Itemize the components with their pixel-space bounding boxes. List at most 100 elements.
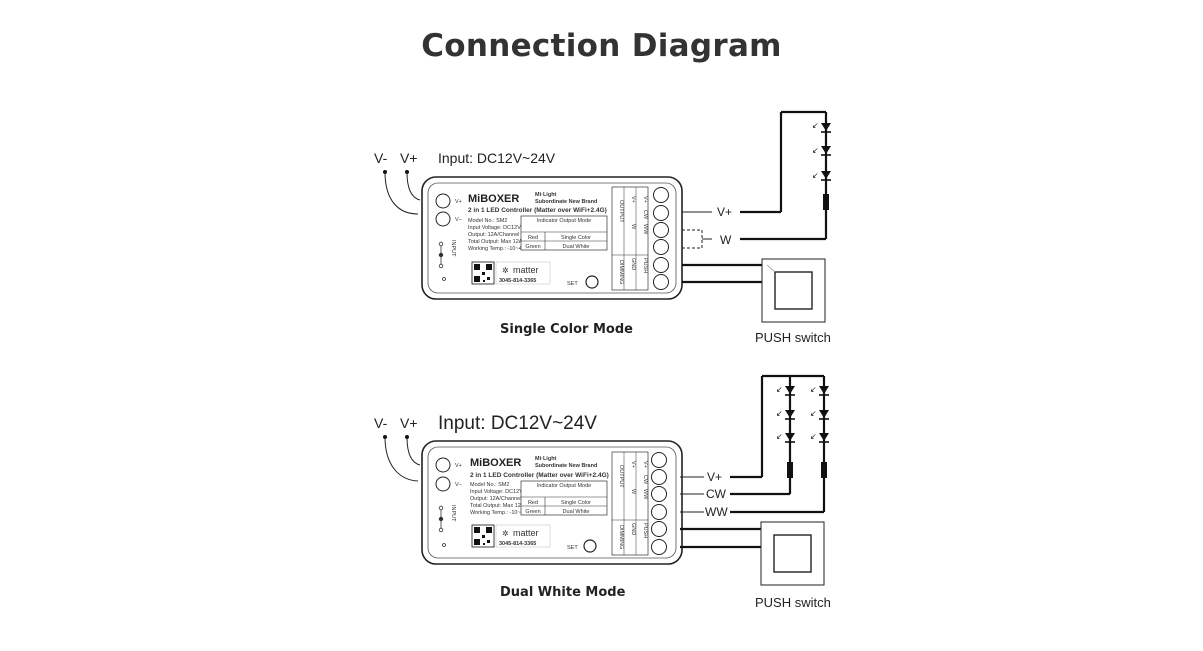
model-no: Model No.: SM2 [468,218,507,224]
term-label-5: WW [642,224,648,235]
output-spec: Output: 12A/Channel [470,496,521,502]
indicator-red-mode: Single Color [561,500,591,506]
qr-code [471,261,495,285]
out-terminal-3 [653,222,669,238]
set-button[interactable] [585,275,599,289]
model-no: Model No.: SM2 [470,482,509,488]
sub-brand-line-1: Mi·Light [535,192,557,198]
svg-text:↙: ↙ [810,432,817,441]
svg-text:↙: ↙ [776,409,783,418]
term-label-gnd: GND [630,523,636,535]
indicator-title: Indicator Output Mode [537,483,591,489]
input-voltage-label: Input: DC12V~24V [438,150,556,166]
dimming-side-label: DIMMING [618,525,624,549]
set-label: SET [567,281,578,287]
svg-text:↙: ↙ [776,385,783,394]
sub-brand-line-2: Subordinate New Brand [535,199,597,205]
out-terminal-1 [651,452,667,468]
term-label-1: V+ [630,461,636,468]
svg-text:↙: ↙ [812,121,819,130]
led-strip-icon: ↙ ↙ ↙ [812,112,831,239]
brand-logo: MiBOXER [470,457,521,469]
indicator-green: Green [525,509,540,515]
controller-name: 2 in 1 LED Controller (Matter over WiFi+… [468,207,607,214]
indicator-table: Indicator Output Mode Red Single Color G… [520,215,608,251]
svg-text:↙: ↙ [810,385,817,394]
term-label-4: CW [642,475,648,485]
term-label-3: V+ [642,461,648,468]
indicator-red: Red [528,500,538,506]
term-label-2: W [630,489,636,495]
indicator-green: Green [525,244,540,250]
svg-text:↙: ↙ [776,432,783,441]
input-voltage-spec: Input Voltage: DC12V~24V [468,225,534,231]
output-side-label: OUTPUT [618,200,624,223]
v-minus-label: V- [374,150,388,166]
out-terminal-5 [653,257,669,273]
set-button[interactable] [583,539,597,553]
term-label-4: CW [642,210,648,220]
controller-box: V+ V− INPUT MiBOXER Mi·Light Subordinate… [421,440,683,565]
pairing-code: 3045-814-3365 [499,278,536,284]
indicator-green-mode: Dual White [563,244,590,250]
term-label-1: V+ [630,196,636,203]
input-voltage-spec: Input Voltage: DC12V~24V [470,489,536,495]
input-side-label: INPUT [450,505,456,522]
push-switch-label: PUSH switch [755,595,831,610]
out-terminal-2 [653,205,669,221]
matter-logo-icon: ✲ [502,266,509,275]
term-label-gnd: GND [630,258,636,270]
push-switch-icon [761,258,826,323]
output-spec: Output: 12A/Channel [468,232,519,238]
svg-text:↙: ↙ [810,409,817,418]
push-switch-icon [760,521,825,586]
push-switch-label: PUSH switch [755,330,831,345]
v-minus-label: V- [374,415,388,431]
matter-label: matter [513,528,539,538]
set-label: SET [567,545,578,551]
indicator-green-mode: Dual White [563,509,590,515]
output-label-w: W [720,233,732,247]
out-terminal-5 [651,521,667,537]
out-terminal-4 [651,504,667,520]
out-terminal-6 [651,539,667,555]
out-terminal-3 [651,486,667,502]
led-strip-ww-icon: ↙ ↙ ↙ [810,376,829,512]
input-terminal-v-plus-label: V+ [455,463,462,469]
caption-single-color: Single Color Mode [500,322,633,337]
term-label-5: WW [642,489,648,500]
indicator-title: Indicator Output Mode [537,218,591,224]
indicator-table: Indicator Output Mode Red Single Color G… [520,480,608,516]
input-side-label: INPUT [450,240,456,257]
term-label-push: PUSH [642,258,648,273]
input-terminal-v-minus [435,211,451,227]
working-temp-spec: Working Temp.: -10~40°C [468,246,531,252]
input-terminal-v-minus-label: V− [455,482,462,488]
controller-name: 2 in 1 LED Controller (Matter over WiFi+… [470,472,609,479]
led-strip-cw-icon: ↙ ↙ ↙ [776,376,795,494]
sub-brand-line-1: Mi·Light [535,456,557,462]
controller-box: V+ V− INPUT MiBOXER Mi·Light Subordinate… [421,176,683,300]
working-temp-spec: Working Temp.: -10~40°C [470,510,533,516]
v-plus-label: V+ [400,150,418,166]
svg-text:↙: ↙ [812,171,819,180]
total-output-spec: Total Output: Max 12A [468,239,523,245]
qr-code [471,524,495,548]
term-label-2: W [630,224,636,230]
term-label-push: PUSH [642,523,648,538]
diagram-dual-white: V- V+ Input: DC12V~24V V+ V− INPUT MiBOX… [374,374,831,610]
input-terminal-v-plus [435,457,451,473]
out-terminal-2 [651,469,667,485]
matter-logo-icon: ✲ [502,529,509,538]
out-terminal-1 [653,187,669,203]
output-label-v-plus: V+ [717,205,732,219]
indicator-red: Red [528,235,538,241]
svg-text:↙: ↙ [812,146,819,155]
input-terminal-v-minus-label: V− [455,217,462,223]
indicator-red-mode: Single Color [561,235,591,241]
matter-label: matter [513,265,539,275]
out-terminal-4 [653,239,669,255]
diagram-single-color: V- V+ Input: DC12V~24V V+ V− INPUT MiBOX… [374,110,831,345]
caption-dual-white: Dual White Mode [500,585,626,600]
